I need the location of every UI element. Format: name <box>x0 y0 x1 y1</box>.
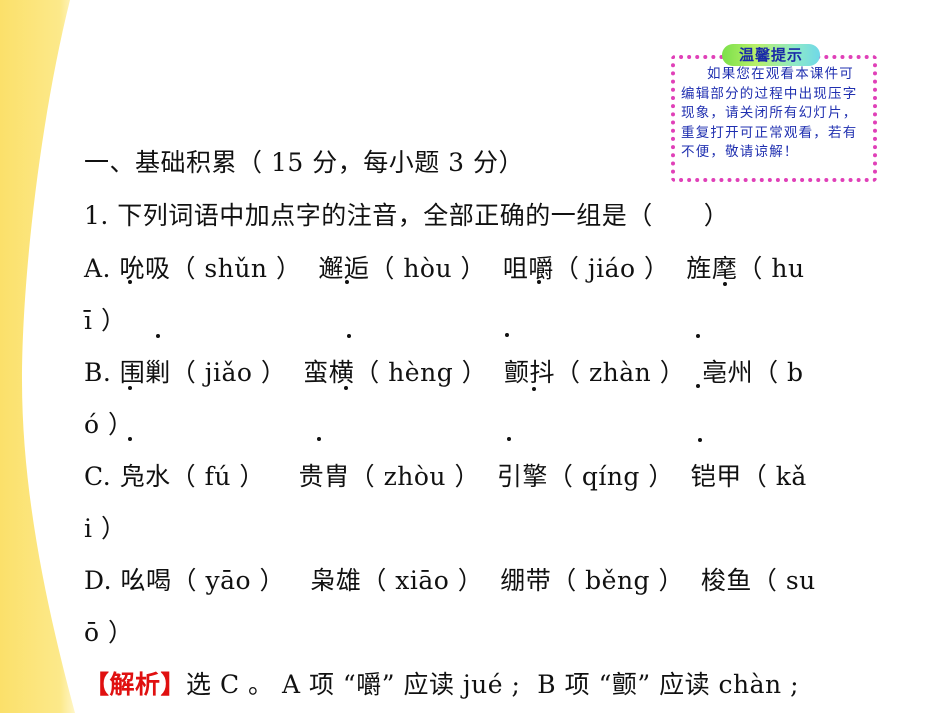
emphasis-dot <box>128 280 132 284</box>
option-d-line1: D. 吆喝（ yāo ） 枭雄（ xiāo ） 绷带（ běng ） 梭鱼（ s… <box>84 566 816 595</box>
emphasis-dot <box>505 333 509 337</box>
notice-title: 温馨提示 <box>722 44 820 66</box>
emphasis-dot <box>532 387 536 391</box>
emphasis-dot <box>537 280 541 284</box>
notice-line: 重复打开可正常观看，若有 <box>681 124 858 141</box>
notice-line: 编辑部分的过程中出现压字 <box>681 85 858 102</box>
emphasis-dot <box>723 282 727 286</box>
analysis-line: 【解析】选 C 。 A 项 “嚼” 应读 jué ; B 项 “颤” 应读 ch… <box>84 665 799 701</box>
analysis-tag: 【解析】 <box>84 670 187 699</box>
emphasis-dot <box>344 386 348 390</box>
option-b-line2: ó ） <box>84 410 134 439</box>
emphasis-dot <box>696 384 700 388</box>
decorative-yellow-band <box>0 0 75 713</box>
emphasis-dot <box>156 334 160 338</box>
notice-line: 不便，敬请谅解！ <box>681 144 799 160</box>
question-stem: 1. 下列词语中加点字的注音，全部正确的一组是（ ） <box>84 201 730 230</box>
analysis-text: 选 C 。 A 项 “嚼” 应读 jué ; B 项 “颤” 应读 chàn ; <box>186 670 799 699</box>
notice-line: 如果您在观看本课件可 <box>707 66 854 82</box>
emphasis-dot <box>696 334 700 338</box>
option-d-line2: ō ） <box>84 618 134 647</box>
option-b-line1: B. 围剿（ jiǎo ） 蛮横（ hèng ） 颤抖（ zhàn ） 亳州（ … <box>84 358 804 387</box>
emphasis-dot <box>347 334 351 338</box>
emphasis-dot <box>128 437 132 441</box>
notice-body: 如果您在观看本课件可 编辑部分的过程中出现压字 现象，请关闭所有幻灯片， 重复打… <box>681 65 871 163</box>
emphasis-dot <box>128 386 132 390</box>
option-a-line2: ī ） <box>84 306 127 335</box>
emphasis-dot <box>507 437 511 441</box>
emphasis-dot <box>698 438 702 442</box>
emphasis-dot <box>345 280 349 284</box>
option-c-line2: i ） <box>84 514 127 543</box>
notice-line: 现象，请关闭所有幻灯片， <box>681 105 858 121</box>
option-a-line1: A. 吮吸（ shǔn ） 邂逅（ hòu ） 咀嚼（ jiáo ） 旌麾（ h… <box>84 254 805 283</box>
option-c-line1: C. 凫水（ fú ） 贵胄（ zhòu ） 引擎（ qíng ） 铠甲（ kǎ <box>84 462 807 491</box>
section-heading: 一、基础积累（ 15 分，每小题 3 分） <box>84 148 525 177</box>
emphasis-dot <box>317 437 321 441</box>
